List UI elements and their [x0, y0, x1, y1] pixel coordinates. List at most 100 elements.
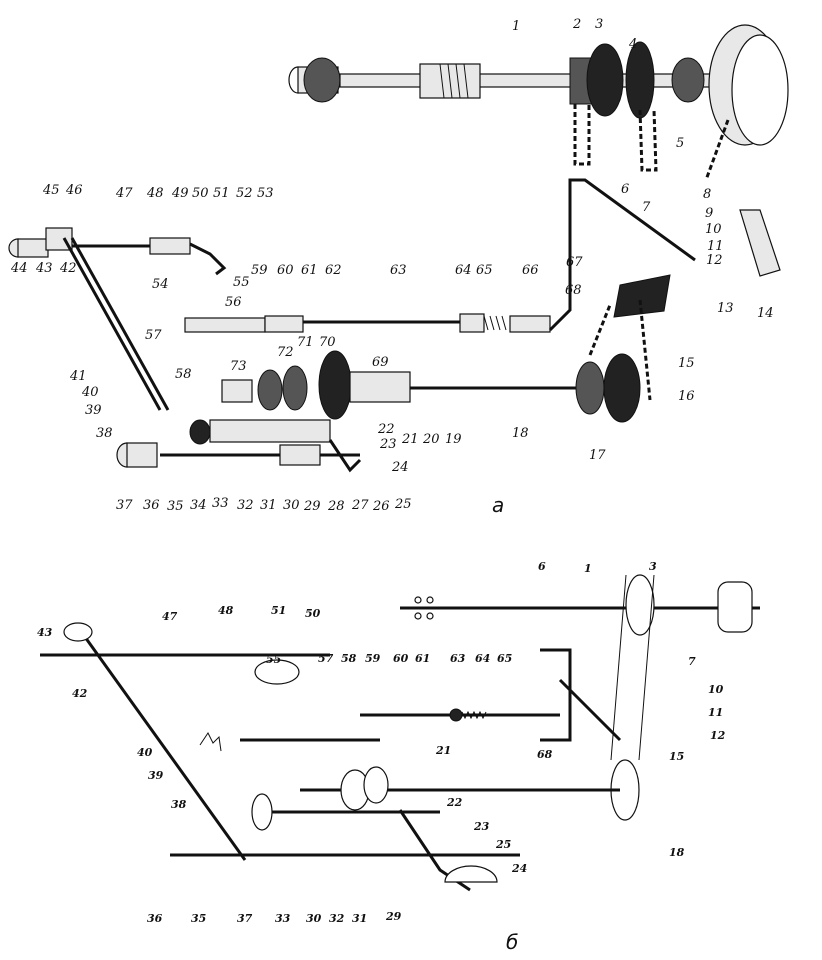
part-label-a43: 43	[35, 261, 53, 276]
part-label-a50: 50	[192, 186, 209, 201]
part-label-a13: 13	[717, 301, 734, 316]
part-label-a61: 61	[301, 263, 318, 278]
part-label-a65: 65	[476, 263, 493, 278]
part-label-a33: 33	[212, 496, 229, 511]
top-main-shaft	[288, 24, 789, 181]
part-label-a1: 1	[512, 19, 520, 34]
part-label-b24: 24	[511, 862, 527, 875]
caption-b: б	[506, 930, 518, 954]
part-label-a26: 26	[372, 499, 390, 514]
part-label-a72: 72	[277, 345, 294, 360]
part-label-a16: 16	[678, 389, 695, 404]
part-label-b63: 63	[450, 652, 466, 665]
part-label-b7: 7	[688, 655, 696, 668]
part-label-b48: 48	[218, 604, 234, 617]
part-label-a57: 57	[145, 328, 162, 343]
part-label-a73: 73	[230, 359, 247, 374]
part-label-b23: 23	[473, 820, 490, 833]
part-label-a46: 46	[65, 183, 83, 198]
part-label-b18: 18	[669, 846, 685, 859]
part-label-a49: 49	[171, 186, 189, 201]
part-label-b37: 37	[237, 912, 253, 925]
part-label-b40: 40	[137, 746, 153, 759]
part-label-b31: 31	[352, 912, 367, 925]
part-label-b1: 1	[584, 562, 592, 575]
part-label-a70: 70	[319, 335, 336, 350]
part-label-a31: 31	[260, 498, 277, 513]
part-label-a51: 51	[213, 186, 230, 201]
part-label-b38: 38	[171, 798, 187, 811]
part-label-a39: 39	[85, 403, 102, 418]
part-label-a28: 28	[327, 499, 345, 514]
part-label-a38: 38	[96, 426, 113, 441]
part-label-b35: 35	[191, 912, 206, 925]
part-label-a22: 22	[377, 422, 395, 437]
part-label-a17: 17	[589, 448, 606, 463]
part-label-a71: 71	[297, 335, 314, 350]
part-label-a20: 20	[422, 432, 440, 447]
part-label-a25: 25	[394, 497, 412, 512]
part-label-b21: 21	[435, 744, 451, 757]
part-label-b50: 50	[305, 607, 321, 620]
part-label-a7: 7	[642, 200, 651, 215]
part-label-a11: 11	[707, 239, 724, 254]
part-label-a52: 52	[236, 186, 253, 201]
part-label-a4: 4	[628, 37, 637, 52]
part-label-b65: 65	[497, 652, 512, 665]
part-label-a36: 36	[143, 498, 160, 513]
part-label-a42: 42	[59, 261, 77, 276]
part-label-a64: 64	[455, 263, 472, 278]
part-label-a68: 68	[565, 283, 582, 298]
part-label-b6: 6	[538, 560, 546, 573]
part-label-b68: 68	[537, 748, 553, 761]
part-label-b57: 57	[318, 652, 334, 665]
part-label-b10: 10	[708, 683, 724, 696]
part-label-a19: 19	[445, 432, 462, 447]
part-label-a37: 37	[116, 498, 133, 513]
part-label-a58: 58	[175, 367, 192, 382]
part-label-b32: 32	[329, 912, 345, 925]
part-label-b15: 15	[669, 750, 684, 763]
part-label-b59: 59	[365, 652, 381, 665]
part-label-a10: 10	[705, 222, 722, 237]
part-label-b42: 42	[72, 687, 88, 700]
part-label-b39: 39	[148, 769, 164, 782]
part-label-b33: 33	[275, 912, 291, 925]
part-label-b47: 47	[162, 610, 178, 623]
part-label-a66: 66	[522, 263, 539, 278]
part-label-b36: 36	[147, 912, 163, 925]
part-label-b43: 43	[37, 626, 53, 639]
part-label-b29: 29	[385, 910, 402, 923]
part-label-a53: 53	[257, 186, 274, 201]
part-label-a6: 6	[621, 182, 629, 197]
part-label-a40: 40	[81, 385, 99, 400]
part-label-a2: 2	[572, 17, 581, 32]
part-label-b60: 60	[393, 652, 409, 665]
part-label-a48: 48	[146, 186, 164, 201]
part-label-b55: 55	[266, 653, 281, 666]
part-label-a34: 34	[190, 498, 207, 513]
part-label-a18: 18	[512, 426, 529, 441]
bottom-shaft-assembly	[116, 419, 362, 473]
upper-linkage	[8, 178, 781, 411]
part-label-a12: 12	[706, 253, 723, 268]
part-label-a24: 24	[391, 460, 409, 475]
part-label-b12: 12	[710, 729, 726, 742]
part-label-b61: 61	[415, 652, 430, 665]
part-label-b58: 58	[341, 652, 357, 665]
part-label-a15: 15	[678, 356, 695, 371]
part-label-b51: 51	[271, 604, 286, 617]
part-label-a60: 60	[277, 263, 294, 278]
part-label-a54: 54	[152, 277, 169, 292]
part-label-a8: 8	[703, 187, 711, 202]
part-label-a56: 56	[225, 295, 242, 310]
part-label-a5: 5	[676, 136, 684, 151]
part-label-a55: 55	[233, 275, 250, 290]
part-label-a69: 69	[372, 355, 389, 370]
part-label-b30: 30	[306, 912, 322, 925]
